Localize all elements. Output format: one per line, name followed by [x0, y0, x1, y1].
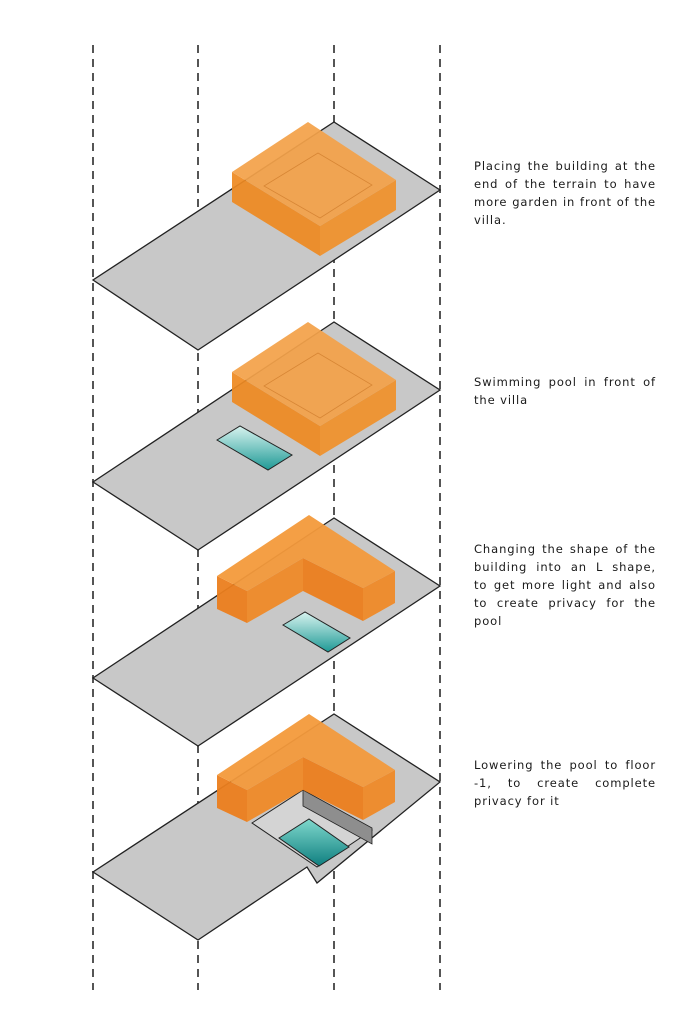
l-shaped-building: [217, 714, 395, 822]
swimming-pool: [216, 425, 293, 471]
step-3-caption: Changing the shape of the building into …: [474, 542, 656, 628]
retaining-wall: [302, 789, 373, 845]
lowered-swimming-pool: [278, 818, 350, 867]
swimming-pool: [282, 611, 351, 653]
step-4-caption: Lowering the pool to floor -1, to create…: [474, 758, 656, 808]
building-block: [232, 122, 396, 256]
step-1-diagram: [91, 121, 442, 351]
step-2-caption: Swimming pool in front of the villa: [474, 375, 656, 407]
building-block: [232, 322, 396, 456]
step-3-diagram: [91, 515, 442, 747]
step-2-diagram: [91, 321, 442, 551]
step-1-caption: Placing the building at the end of the t…: [474, 159, 656, 227]
l-shaped-building: [217, 515, 395, 623]
step-4-diagram: [91, 713, 442, 941]
